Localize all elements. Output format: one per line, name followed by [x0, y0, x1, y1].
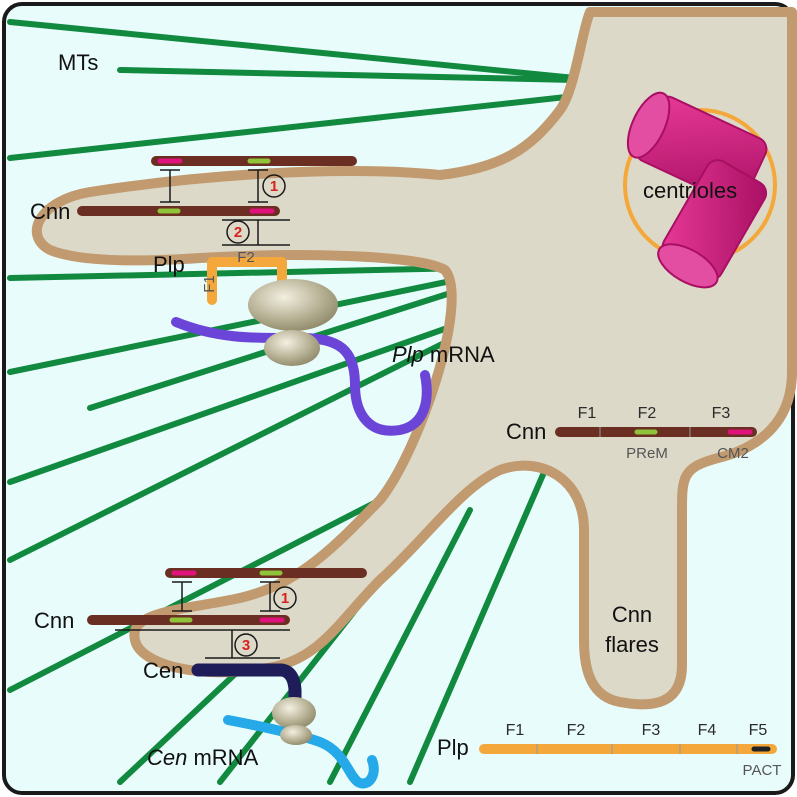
mts-label: MTs — [58, 50, 98, 75]
cen-mrna — [223, 715, 379, 789]
microtubule — [407, 467, 548, 785]
cnn-domain-legend: Cnn F1 F2 F3 PReM CM2 — [506, 405, 757, 462]
plp-legend-f2: F2 — [567, 722, 586, 739]
interaction-1-number: 1 — [281, 590, 289, 607]
cnn-flares-label-line1: Cnn — [612, 602, 652, 627]
bottom-cnn-complex: 1 3 Cnn — [34, 568, 367, 659]
plp-legend-f1: F1 — [506, 722, 525, 739]
cen-mrna-label: Cen mRNA — [147, 745, 259, 770]
cen-fragment — [191, 663, 302, 707]
microtubule — [7, 327, 473, 563]
top-cnn-complex: 1 2 Cnn — [30, 156, 357, 246]
cnn-flares-label-line2: flares — [605, 632, 659, 657]
interaction-1-number: 1 — [270, 178, 278, 195]
plp-fragment-f1: F1 — [201, 275, 218, 293]
interaction-3-marker — [234, 633, 258, 657]
microtubule — [327, 507, 473, 785]
centrioles-label: centrioles — [643, 178, 737, 203]
cnn-legend-prem-label: PReM — [626, 445, 668, 462]
microtubule — [7, 272, 483, 375]
cen-mrna-italic: Cen — [147, 745, 187, 770]
interaction-1-marker — [262, 174, 286, 198]
centriole-cap — [626, 91, 671, 159]
plp-fragment — [207, 257, 287, 305]
plp-mrna-suffix: mRNA — [424, 342, 495, 367]
plp-fragment-f2: F2 — [237, 249, 255, 266]
cnn-legend-f3: F3 — [712, 405, 731, 422]
plp-mrna-italic: Plp — [392, 342, 424, 367]
cnn-legend-cm2-label: CM2 — [717, 445, 749, 462]
interaction-3-number: 3 — [242, 637, 250, 654]
plp-legend-pact-label: PACT — [743, 762, 782, 779]
cen-mrna-suffix: mRNA — [187, 745, 258, 770]
cnn-legend-f1: F1 — [578, 405, 597, 422]
plp-legend-f4: F4 — [698, 722, 717, 739]
cnn-legend-name: Cnn — [506, 419, 546, 444]
microtubule — [117, 67, 578, 83]
plp-domain-legend: Plp F1 F2 F3 F4 F5 PACT — [437, 722, 781, 779]
microtubule — [7, 497, 383, 693]
interaction-2-marker — [226, 220, 250, 244]
cnn-legend-f2: F2 — [638, 405, 657, 422]
ribosome-small-subunit — [280, 725, 312, 745]
microtubule — [7, 317, 473, 485]
cen-translation: Cen Cen mRNA — [143, 658, 379, 789]
ribosome-small-subunit — [264, 330, 320, 366]
interaction-2-number: 2 — [234, 224, 242, 241]
pcm-body — [31, 7, 797, 710]
microtubule — [7, 19, 578, 81]
cnn-bottom-label: Cnn — [34, 608, 74, 633]
microtubule — [7, 93, 578, 161]
plp-legend-name: Plp — [437, 735, 469, 760]
microtubule — [7, 265, 473, 281]
ribosome-large-subunit — [272, 697, 316, 729]
plp-legend-f5: F5 — [749, 722, 768, 739]
plp-mrna-label: Plp mRNA — [392, 342, 495, 367]
ribosome-large-subunit — [248, 279, 338, 331]
plp-mrna — [171, 317, 432, 436]
cen-label: Cen — [143, 658, 183, 683]
plp-top-label: Plp — [153, 252, 185, 277]
cnn-top-label: Cnn — [30, 199, 70, 224]
centriole-cap — [657, 243, 719, 289]
plp-legend-f3: F3 — [642, 722, 661, 739]
plp-translation: F2 F1 Plp Plp mRNA — [153, 249, 495, 436]
centrioles: centrioles — [623, 91, 777, 289]
interaction-1-marker — [273, 586, 297, 610]
